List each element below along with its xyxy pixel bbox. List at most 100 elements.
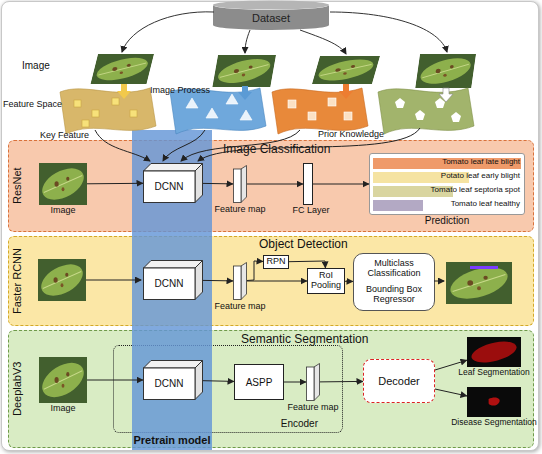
rect-shape (82, 120, 89, 127)
polygon-shape (195, 261, 203, 300)
ellipse-shape (213, 1, 329, 10)
flow-arrow (345, 281, 353, 282)
polygon-shape (241, 166, 247, 203)
leaf-shape (39, 163, 87, 205)
node-text: Image (9, 206, 117, 216)
prediction-bar (373, 200, 423, 211)
flow-arrow (247, 281, 307, 282)
rect-shape (112, 98, 119, 105)
fc-layer: FC Layer (303, 163, 313, 205)
rect-shape (344, 112, 352, 120)
rect-shape (234, 266, 242, 300)
path-shape (122, 12, 214, 52)
segmentation-output: Disease Segmentation (467, 387, 521, 417)
flow-arrow (435, 389, 467, 396)
node-text: Leaf Segmentation (437, 368, 542, 377)
node-text: Prediction (370, 215, 524, 226)
path-shape (60, 88, 156, 134)
node-text: Tomato leaf septoria spot (431, 186, 520, 195)
use-shape (212, 54, 276, 87)
polygon-shape (238, 86, 252, 100)
polygon-shape (195, 361, 203, 400)
node-text: ASPP (235, 377, 283, 388)
rect-shape (288, 100, 296, 108)
polygon-shape (195, 164, 203, 203)
flow-arrow (87, 380, 143, 381)
annotation-label: Prior Knowledge (318, 130, 384, 140)
polygon-shape (395, 98, 405, 108)
node-text: Tomato leaf late blight (442, 158, 520, 167)
use-shape (39, 356, 87, 404)
aspp-box: ASPP (234, 364, 284, 400)
input-image: Image (39, 357, 87, 403)
path-shape (378, 88, 474, 134)
input-image: Image (39, 163, 87, 205)
annotation-label: Image Process (150, 86, 210, 96)
rect-shape (74, 100, 81, 107)
node-text: Feature map (207, 302, 273, 312)
polygon-shape (144, 261, 203, 269)
seg1-shape (467, 337, 521, 367)
rpn-box: RPN (263, 255, 289, 269)
feature-map: Feature map (233, 262, 247, 300)
node-text: Feature map (207, 205, 273, 215)
dcnn-block: DCNN (143, 260, 203, 300)
flow-arrow (247, 184, 303, 185)
annotation-label: Key Feature (40, 131, 89, 141)
leaf-shape (39, 357, 87, 403)
polygon-shape (314, 364, 320, 401)
node-text: ResNet (11, 141, 23, 231)
decoder-box: Decoder (363, 359, 435, 403)
polygon-shape (206, 108, 218, 118)
dcnn-block: DCNN (143, 360, 203, 400)
polygon-shape (226, 94, 238, 104)
node-text: Bounding Box Regressor (354, 285, 434, 305)
node-text: Faster RCNN (11, 237, 23, 325)
rect-shape (308, 112, 316, 120)
task-band: DeeplabV3Semantic SegmentationImageEncod… (8, 330, 534, 448)
node-text: RoI Pooling (308, 271, 344, 291)
pretrain-column: Pretrain modelDCNNDCNNDCNN (132, 130, 212, 450)
polygon-shape (451, 112, 461, 122)
rect-shape (307, 367, 315, 401)
feature-map: Feature map (306, 363, 320, 401)
node-text: Decoder (364, 375, 434, 387)
use-shape (467, 387, 521, 417)
use-shape (39, 162, 87, 205)
polygon-shape (117, 84, 131, 99)
node-text: DCNN (143, 278, 195, 289)
node-text: Image Classification (223, 143, 330, 156)
node-text: Dataset (212, 12, 330, 24)
rect-shape (92, 110, 99, 117)
node-text: Encoder (281, 418, 318, 429)
polygon-shape (144, 164, 203, 172)
feature-map: Feature map (233, 165, 247, 203)
node-text: Pretrain model (132, 434, 212, 446)
slab-shape (233, 165, 247, 203)
rect-shape (328, 98, 336, 106)
polygon-shape (439, 88, 453, 102)
node-text: DCNN (143, 378, 195, 389)
roi-pooling-box: RoI Pooling (307, 268, 345, 294)
polygon-shape (241, 263, 247, 300)
flow-arrow (203, 280, 233, 282)
polygon-shape (186, 98, 198, 108)
node-text: RPN (264, 257, 288, 267)
prediction-box: Tomato leaf late blightPotato leaf early… (369, 153, 525, 215)
node-text: Tomato leaf healthy (451, 200, 520, 209)
use-shape (90, 53, 154, 84)
segmentation-output: Leaf Segmentation (467, 337, 521, 367)
rect-shape (234, 169, 242, 203)
polygon-shape (415, 110, 425, 120)
node-text: Disease Segmentation (435, 418, 542, 427)
flow-arrow (203, 380, 234, 382)
flow-arrow (87, 183, 143, 185)
node-text: FC Layer (278, 206, 344, 216)
node-text: DeeplabV3 (11, 331, 23, 447)
rect-shape (130, 110, 137, 117)
polygon-shape (144, 361, 203, 369)
annotation-label: Image (22, 60, 50, 71)
path-shape (300, 30, 346, 54)
flow-arrow (435, 360, 467, 370)
